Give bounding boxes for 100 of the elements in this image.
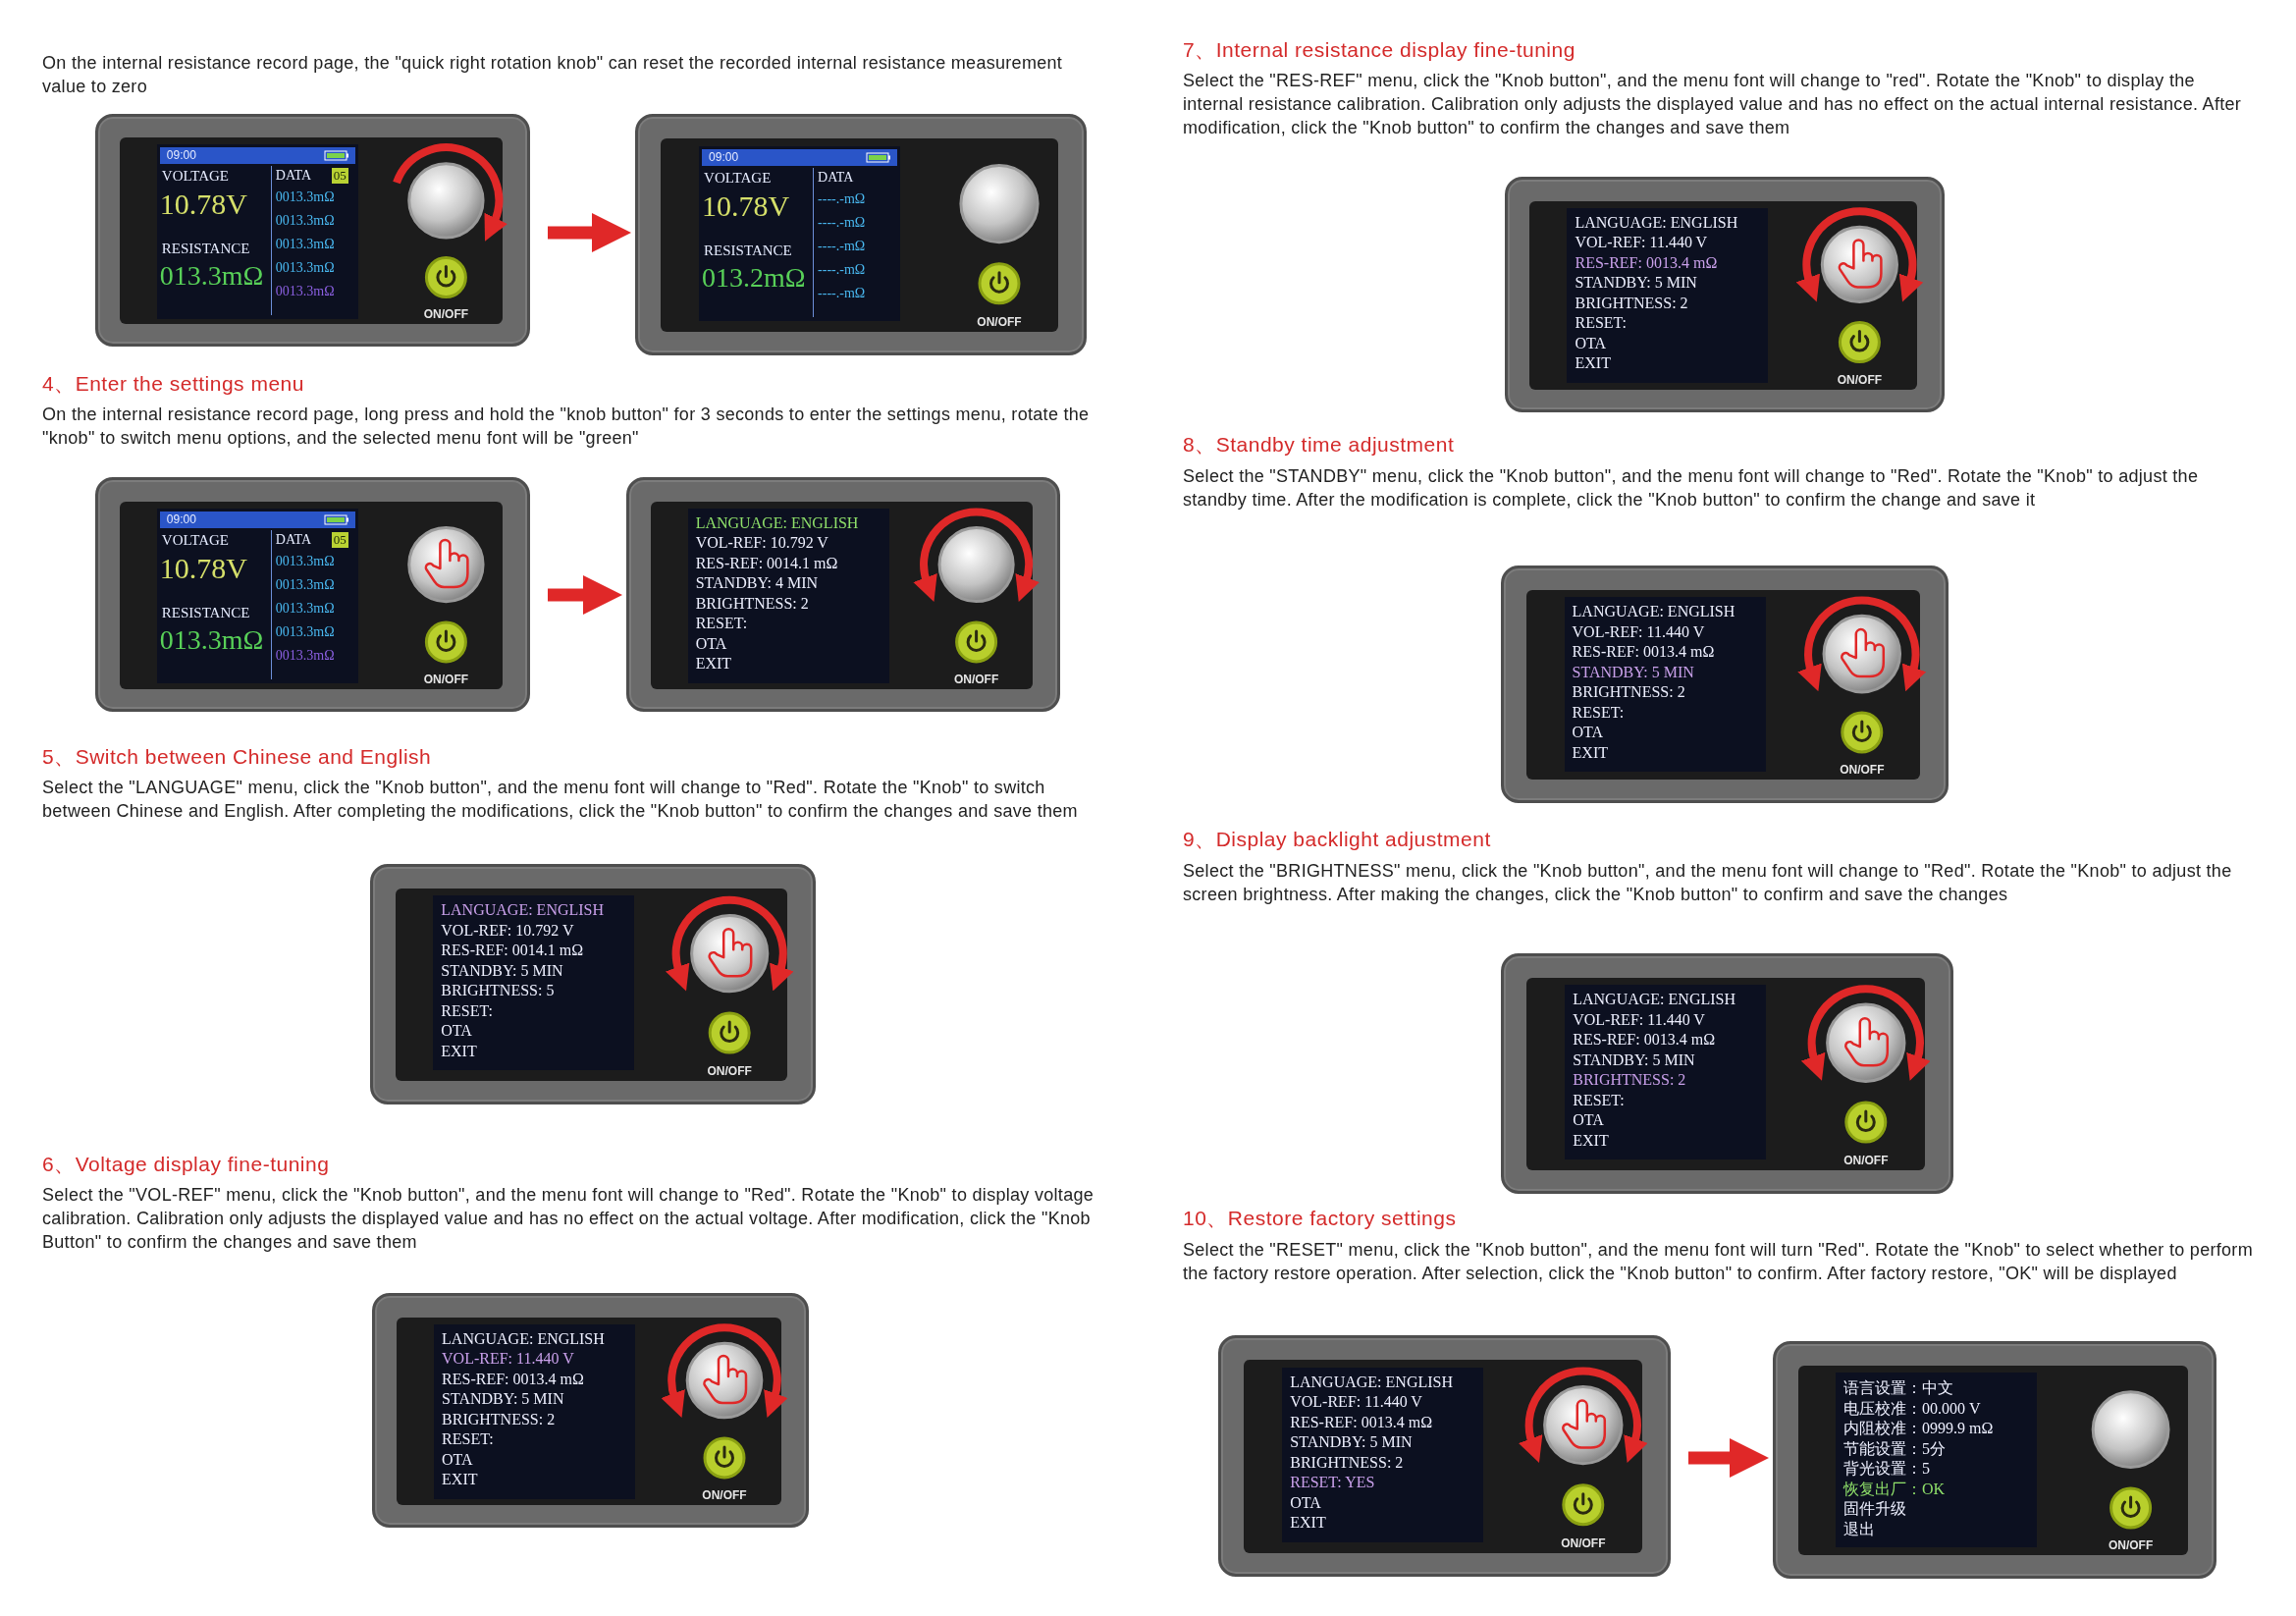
menu-item: OTA — [1573, 1111, 1604, 1130]
menu-item: EXIT — [1575, 354, 1611, 373]
instruction-text: Select the "LANGUAGE" menu, click the "Knob button", and the menu font will change to "Red". Rotate the "Knob" to switch between Chinese and English. After completing the modifications, click the "Knob button" to confirm the changes and save them — [42, 777, 1079, 823]
menu-item: 固件升级 — [1843, 1499, 1906, 1520]
section-heading: 4、Enter the settings menu — [42, 371, 304, 397]
resistance-value: 013.3mΩ — [159, 623, 264, 656]
menu-item: LANGUAGE: ENGLISH — [1573, 991, 1735, 1009]
voltage-value: 10.78V — [159, 188, 247, 222]
record-value: 0013.3mΩ — [275, 189, 335, 206]
reading-label: VOLTAGE — [161, 168, 230, 186]
record-value: 0013.3mΩ — [275, 600, 335, 617]
instruction-text: Select the "RES-REF" menu, click the "Knob button", and the menu font will change to "red". Rotate the "Knob" to display the internal resistance calibration. Calibration only adjusts the displayed value and has no effect on the actual internal resistance. After modification, click the "Knob button" to confirm the changes and save them — [1183, 70, 2243, 139]
menu-item: BRIGHTNESS: 2 — [1572, 683, 1685, 702]
menu-item: RESET: — [695, 615, 748, 633]
reading-label: RESISTANCE — [704, 242, 792, 259]
menu-item: EXIT — [441, 1042, 477, 1060]
instruction-text: Select the "STANDBY" menu, click the "Knob button", and the menu font will change to "Red". Rotate the "Knob" to adjust the standby time. After the modification is complete, click the "Knob button" to confirm the change and save it — [1183, 465, 2200, 512]
record-value: ----.-mΩ — [818, 285, 866, 301]
section-heading: 9、Display backlight adjustment — [1183, 827, 1491, 852]
time-text: 09:00 — [166, 512, 196, 526]
record-value: 0013.3mΩ — [275, 213, 335, 230]
reading-label: RESISTANCE — [161, 604, 250, 621]
menu-item: RESET: — [1573, 1091, 1625, 1109]
menu-item: BRIGHTNESS: 2 — [695, 594, 809, 613]
power-label: ON/OFF — [1561, 1535, 1606, 1550]
record-value: ----.-mΩ — [818, 238, 866, 254]
power-label: ON/OFF — [1840, 763, 1885, 778]
record-value: 0013.3mΩ — [275, 260, 335, 277]
menu-item: 退出 — [1843, 1519, 1875, 1539]
menu-item: RES-REF: 0013.4 mΩ — [1573, 1031, 1716, 1050]
meter-device — [635, 114, 1087, 355]
menu-item: VOL-REF: 11.440 V — [1572, 622, 1705, 641]
instruction-text: Select the "RESET" menu, click the "Knob button", and the menu font will turn "Red". Rotate the "Knob" to select whether to perform the factory restore operation. After selection, click the "Knob button" to confirm. After factory restore, "OK" will be displayed — [1183, 1239, 2253, 1285]
menu-item: VOL-REF: 11.440 V — [1290, 1393, 1422, 1411]
menu-item: VOL-REF: 11.440 V — [1573, 1010, 1705, 1029]
arrow — [548, 213, 631, 252]
voltage-value: 10.78V — [702, 189, 790, 223]
menu-item: LANGUAGE: ENGLISH — [442, 1329, 605, 1348]
menu-item: STANDBY: 5 MIN — [1290, 1433, 1413, 1451]
resistance-value: 013.2mΩ — [702, 261, 806, 294]
meter-device — [372, 1293, 809, 1528]
instruction-text: Select the "VOL-REF" menu, click the "Knob button", and the menu font will change to "Red". Rotate the "Knob" to display voltage calibration. Calibration only adjusts the displayed value and has no effect on the actual voltage. After modification, click the "Knob Button" to confirm the changes and save them — [42, 1184, 1095, 1254]
menu-item: LANGUAGE: ENGLISH — [441, 901, 605, 920]
menu-item: BRIGHTNESS: 5 — [441, 982, 555, 1000]
meter-device — [1501, 566, 1949, 803]
power-label: ON/OFF — [423, 672, 469, 686]
instruction-text: On the internal resistance record page, long press and hold the "knob button" for 3 seconds to enter the settings menu, rotate the "knob" to switch menu options, and the selected menu font will be "green" — [42, 404, 1091, 450]
meter-device — [1218, 1335, 1671, 1577]
menu-item: OTA — [695, 634, 727, 653]
menu-item: RES-REF: 0013.4 mΩ — [1572, 643, 1715, 662]
menu-item: RES-REF: 0013.4 mΩ — [1575, 253, 1718, 272]
menu-item: 内阻校准：0999.9 mΩ — [1843, 1419, 1994, 1439]
record-value: 0013.3mΩ — [275, 553, 335, 569]
menu-item: 节能设置：5分 — [1843, 1438, 1946, 1459]
record-value: 0013.3mΩ — [275, 576, 335, 593]
record-value: 0013.3mΩ — [275, 284, 335, 300]
menu-item: EXIT — [1290, 1514, 1326, 1532]
menu-item: RES-REF: 0014.1 mΩ — [695, 554, 838, 572]
menu-item: 语言设置：中文 — [1843, 1378, 1953, 1399]
reading-label: VOLTAGE — [161, 531, 230, 549]
record-count: 05 — [331, 531, 348, 548]
meter-device — [1501, 953, 1953, 1194]
menu-item: RES-REF: 0013.4 mΩ — [1290, 1413, 1433, 1431]
menu-item: STANDBY: 5 MIN — [1572, 663, 1694, 681]
menu-item: RESET: — [1572, 703, 1625, 722]
menu-item: RES-REF: 0013.4 mΩ — [442, 1370, 584, 1388]
resistance-value: 013.3mΩ — [159, 260, 264, 293]
power-label: ON/OFF — [977, 314, 1022, 329]
record-value: 0013.3mΩ — [275, 647, 335, 664]
menu-item: VOL-REF: 11.440 V — [1575, 234, 1708, 252]
menu-item: RESET: — [1575, 314, 1627, 333]
menu-item: LANGUAGE: ENGLISH — [695, 513, 859, 532]
instruction-text: On the internal resistance record page, the "quick right rotation knob" can reset the recorded internal resistance measurement value to zero — [42, 52, 1064, 98]
menu-item: OTA — [441, 1022, 472, 1041]
voltage-value: 10.78V — [159, 551, 247, 585]
menu-item: BRIGHTNESS: 2 — [1573, 1071, 1686, 1090]
menu-item: STANDBY: 4 MIN — [695, 574, 819, 593]
menu-item: STANDBY: 5 MIN — [441, 961, 563, 980]
menu-item: LANGUAGE: ENGLISH — [1290, 1373, 1453, 1391]
reading-label: RESISTANCE — [161, 241, 250, 258]
menu-item: EXIT — [1573, 1131, 1609, 1150]
section-heading: 5、Switch between Chinese and English — [42, 744, 432, 770]
menu-item: OTA — [1290, 1493, 1321, 1512]
column-heading: DATA — [818, 169, 854, 186]
time-text: 09:00 — [709, 149, 739, 164]
column-heading: DATA — [275, 531, 311, 548]
menu-item: RESET: YES — [1290, 1474, 1375, 1491]
meter-device — [370, 864, 816, 1104]
record-value: 0013.3mΩ — [275, 623, 335, 640]
menu-item: STANDBY: 5 MIN — [1575, 274, 1697, 293]
reading-label: VOLTAGE — [704, 169, 772, 187]
section-heading: 6、Voltage display fine-tuning — [42, 1152, 330, 1177]
menu-item: RESET: — [442, 1430, 494, 1449]
instruction-text: Select the "BRIGHTNESS" menu, click the "Knob button", and the menu font will change to "Red". Rotate the "Knob" to adjust the screen brightness. After making the changes, click the "Knob button" to confirm and save the changes — [1183, 860, 2233, 906]
menu-item: EXIT — [1572, 743, 1608, 762]
section-heading: 10、Restore factory settings — [1183, 1206, 1457, 1231]
menu-item: LANGUAGE: ENGLISH — [1572, 603, 1735, 621]
power-label: ON/OFF — [707, 1063, 752, 1078]
menu-item: 恢复出厂：OK — [1843, 1479, 1946, 1499]
power-label: ON/OFF — [2108, 1538, 2154, 1553]
